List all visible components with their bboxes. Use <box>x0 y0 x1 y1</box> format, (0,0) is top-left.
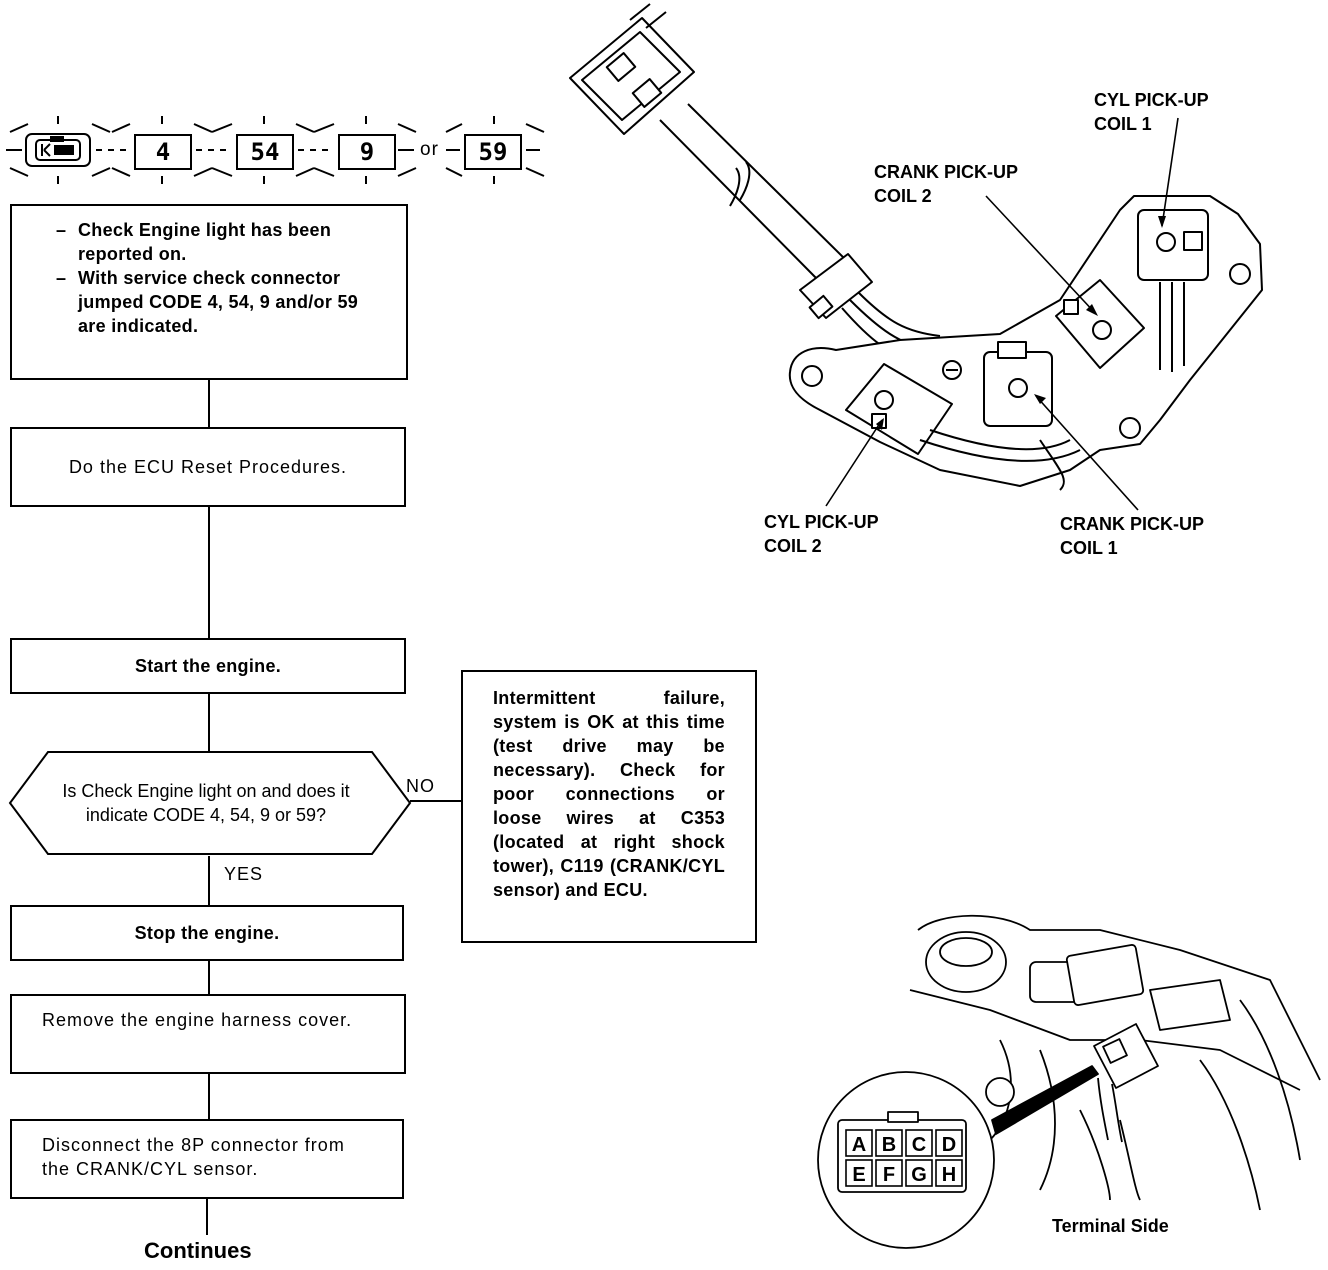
check-engine-lamp-icon <box>25 133 91 167</box>
symptom-box: Check Engine light has been reported on.… <box>10 204 408 380</box>
cyl-pickup-coil-2 <box>845 363 953 455</box>
connector-line <box>208 856 210 906</box>
magnifier-pointer <box>991 1065 1099 1135</box>
label-cyl-coil-2-a: CYL PICK-UP <box>764 512 879 532</box>
intermittent-failure-box: Intermittent failure, system is OK at th… <box>461 670 757 943</box>
blink-rays <box>6 116 545 184</box>
terminal-e: E <box>852 1164 865 1186</box>
terminal-a: A <box>852 1134 866 1156</box>
label-crank-coil-1-a: CRANK PICK-UP <box>1060 514 1204 534</box>
connector-line <box>206 1199 208 1235</box>
connector-line <box>208 507 210 639</box>
engine-bay-sketch <box>909 914 1321 1211</box>
start-engine-box: Start the engine. <box>10 638 406 694</box>
label-crank-coil-1-b: COIL 1 <box>1060 538 1118 558</box>
terminal-h: H <box>942 1164 956 1186</box>
stop-engine-box: Stop the engine. <box>10 905 404 961</box>
cyl-pickup-coil-1 <box>1137 209 1209 372</box>
terminal-d: D <box>942 1134 956 1156</box>
crank-pickup-coil-1 <box>983 341 1053 427</box>
sensor-cable <box>659 103 873 320</box>
code-59-box: 59 <box>464 134 522 170</box>
crank-cyl-sensor-illustration: CYL PICK-UP COIL 1 CRANK PICK-UP COIL 2 … <box>569 3 1263 558</box>
remove-harness-cover-box: Remove the engine harness cover. <box>10 994 406 1074</box>
terminal-g: G <box>911 1164 927 1186</box>
symptom-line-1: Check Engine light has been reported on. <box>54 218 384 266</box>
terminal-grid: A B C D E F G H <box>845 1129 963 1187</box>
connector-line <box>208 694 210 752</box>
connector-line <box>208 961 210 995</box>
yes-label: YES <box>224 864 264 884</box>
disconnect-connector-box: Disconnect the 8P connector from the CRA… <box>10 1119 404 1199</box>
no-label: NO <box>406 776 435 796</box>
engine-bay-connector-view: A B C D E F G H Terminal Side <box>817 914 1321 1249</box>
crank-pickup-coil-2 <box>1055 279 1145 369</box>
connector-line <box>208 1074 210 1120</box>
connector-line <box>208 380 210 428</box>
label-crank-coil-2-a: CRANK PICK-UP <box>874 162 1018 182</box>
code-54-box: 54 <box>236 134 294 170</box>
symptom-line-2: With service check connector jumped CODE… <box>54 266 384 338</box>
decision-text: Is Check Engine light on and does it ind… <box>62 781 350 825</box>
label-cyl-coil-1-b: COIL 1 <box>1094 114 1152 134</box>
label-cyl-coil-2-b: COIL 2 <box>764 536 822 556</box>
terminal-f: F <box>883 1164 895 1186</box>
label-crank-coil-2-b: COIL 2 <box>874 186 932 206</box>
label-cyl-coil-1-a: CYL PICK-UP <box>1094 90 1209 110</box>
sensor-connector-plug <box>569 3 695 135</box>
terminal-b: B <box>882 1134 896 1156</box>
continues-label: Continues <box>144 1238 252 1263</box>
code-4-box: 4 <box>134 134 192 170</box>
code-9-box: 9 <box>338 134 396 170</box>
or-label: or <box>420 139 439 160</box>
decision-diamond <box>8 751 412 855</box>
reset-procedure-box: Do the ECU Reset Procedures. <box>10 427 406 507</box>
terminal-side-caption: Terminal Side <box>1052 1216 1169 1236</box>
no-branch-line <box>410 800 462 802</box>
terminal-c: C <box>912 1134 926 1156</box>
